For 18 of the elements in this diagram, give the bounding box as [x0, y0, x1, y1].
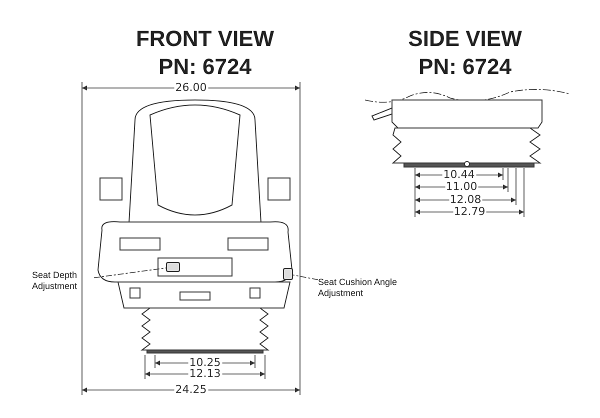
- dimension-label: 10.44: [442, 169, 476, 180]
- dimension-label: 10.25: [188, 357, 222, 368]
- dimension-label: 24.25: [174, 384, 208, 395]
- adjustment-handle: [283, 268, 293, 280]
- dimension-label: 12.79: [452, 206, 486, 217]
- view-heading: SIDE VIEW: [408, 28, 522, 50]
- dimension-label: 12.13: [188, 368, 222, 379]
- view-heading: FRONT VIEW: [136, 28, 274, 50]
- part-number: PN: 6724: [418, 56, 512, 78]
- leader-line: [292, 274, 318, 280]
- callout-text: Seat Depth Adjustment: [32, 270, 94, 294]
- dimension-label: 11.00: [444, 181, 478, 192]
- part-number: PN: 6724: [158, 56, 252, 78]
- callout-text: Seat Cushion Angle Adjustment: [318, 277, 414, 301]
- dimension-label: 26.00: [174, 82, 208, 93]
- leader-line: [94, 268, 166, 278]
- dimension-label: 12.08: [448, 194, 482, 205]
- adjustment-handle: [166, 262, 180, 272]
